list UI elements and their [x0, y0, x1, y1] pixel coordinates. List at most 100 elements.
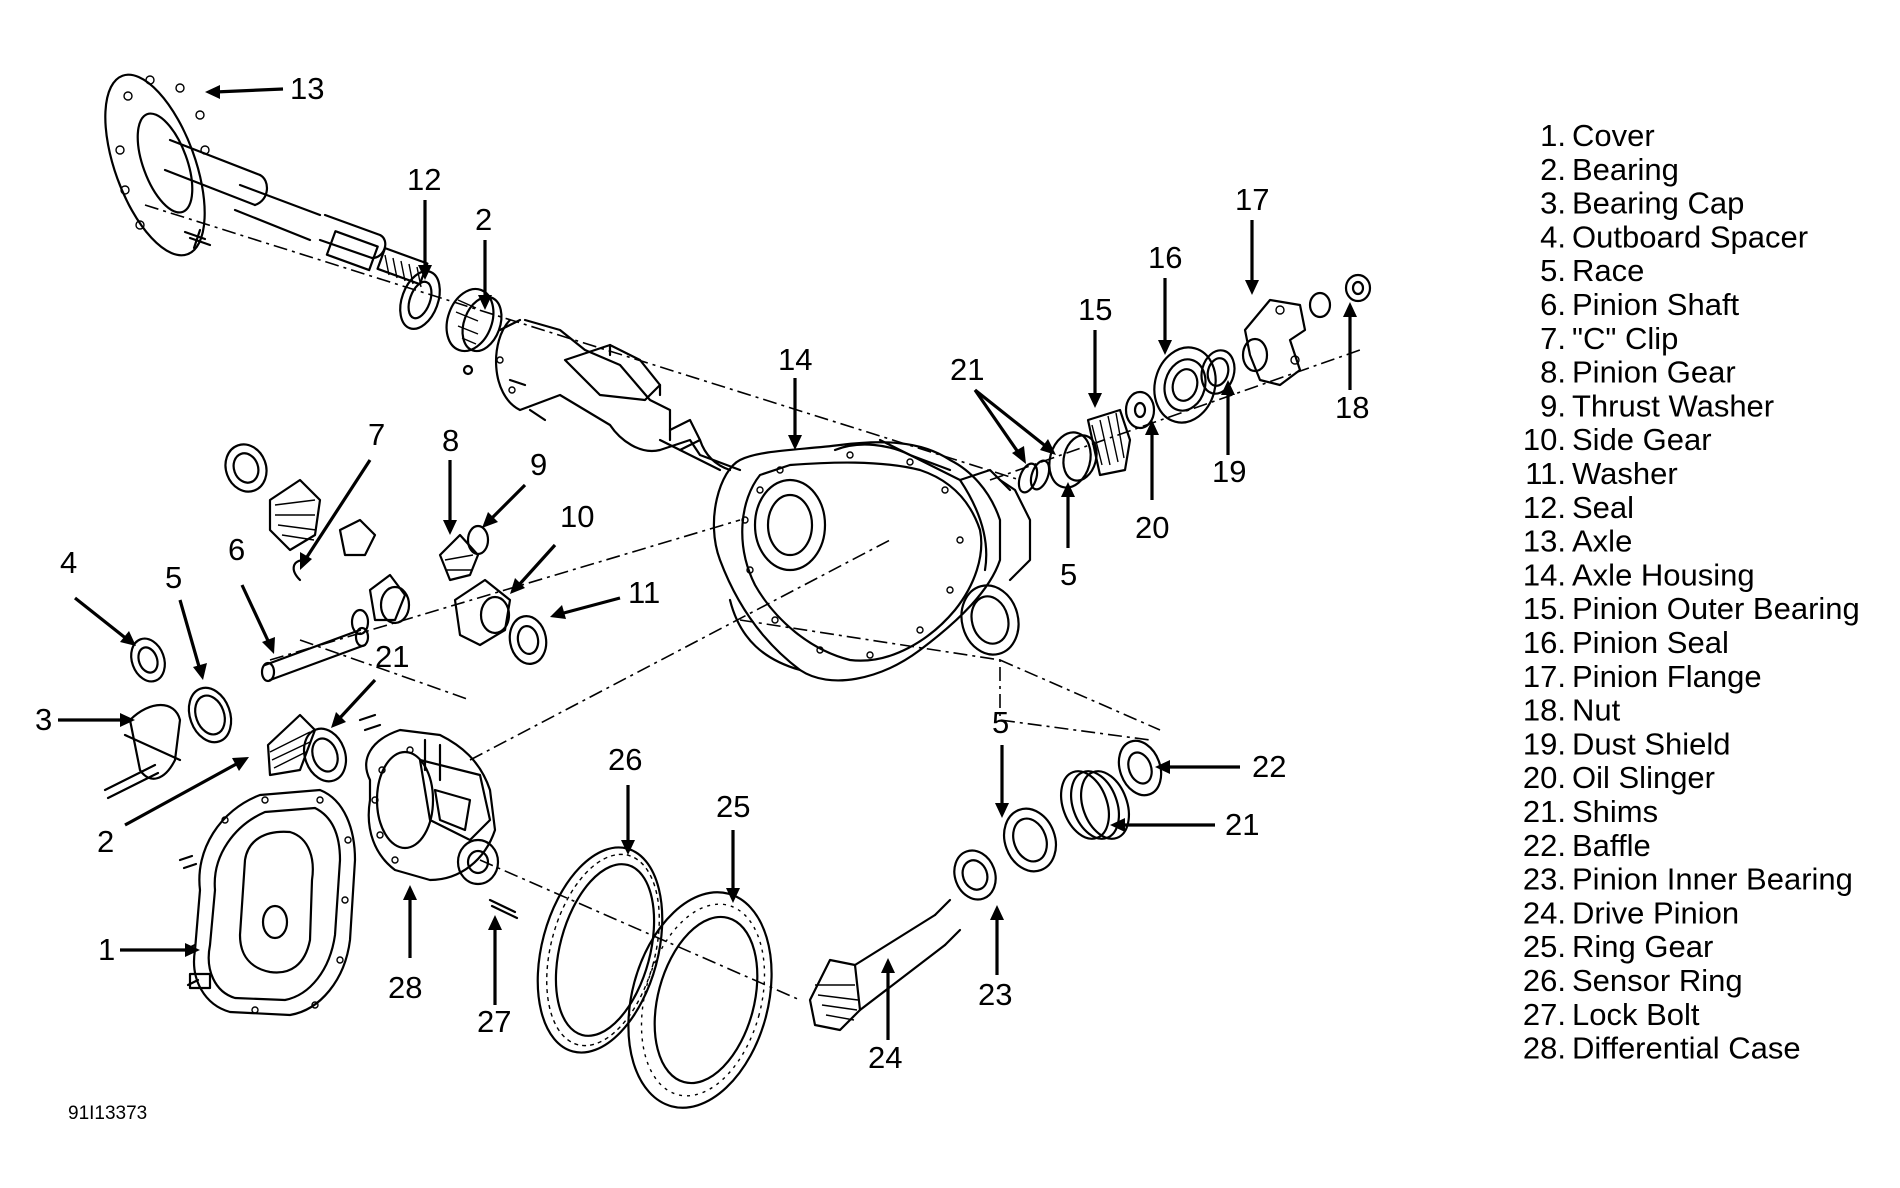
legend-item-name: Bearing Cap	[1572, 186, 1744, 221]
differential-internals	[224, 443, 548, 683]
legend-item: 18.Nut	[1523, 693, 1621, 728]
callout-21-left: 21	[375, 639, 409, 674]
legend-item: 16.Pinion Seal	[1523, 625, 1729, 660]
legend-item: 1.Cover	[1540, 118, 1655, 153]
legend-item-number: 28.	[1523, 1031, 1566, 1066]
cover-part	[178, 788, 357, 1017]
legend-item-name: Pinion Outer Bearing	[1572, 591, 1860, 626]
callout-4: 4	[60, 545, 77, 580]
legend-item-name: Lock Bolt	[1572, 997, 1700, 1032]
legend-item: 28.Differential Case	[1523, 1031, 1801, 1066]
axle-seal-bearing-upper	[399, 270, 503, 376]
legend-item: 3.Bearing Cap	[1540, 186, 1744, 221]
axle-part	[104, 73, 429, 288]
callout-2-upper: 2	[475, 202, 492, 237]
legend-item: 26.Sensor Ring	[1523, 963, 1743, 998]
carrier-bearing-parts	[103, 637, 382, 800]
legend-item-number: 27.	[1523, 997, 1566, 1032]
callout-6: 6	[228, 532, 245, 567]
legend-item-name: Seal	[1572, 490, 1634, 525]
callout-27: 27	[477, 1004, 511, 1039]
legend-item-name: Sensor Ring	[1572, 963, 1743, 998]
legend-item-name: Pinion Inner Bearing	[1572, 862, 1853, 897]
legend-item-name: Pinion Seal	[1572, 625, 1729, 660]
legend-item-number: 10.	[1523, 422, 1566, 457]
legend-item-name: Pinion Flange	[1572, 659, 1762, 694]
legend-item-number: 8.	[1540, 355, 1566, 390]
legend-item: 27.Lock Bolt	[1523, 997, 1700, 1032]
callout-2-lower: 2	[97, 824, 114, 859]
legend-item-number: 17.	[1523, 659, 1566, 694]
callout-8: 8	[442, 423, 459, 458]
legend-item-name: Ring Gear	[1572, 929, 1713, 964]
callout-15: 15	[1078, 292, 1112, 327]
legend-item-name: Differential Case	[1572, 1031, 1801, 1066]
callout-18: 18	[1335, 390, 1369, 425]
ring-gear-parts	[488, 846, 773, 1109]
callout-20: 20	[1135, 510, 1169, 545]
legend-item: 4.Outboard Spacer	[1540, 219, 1808, 254]
legend-item-number: 1.	[1540, 118, 1566, 153]
legend-item: 20.Oil Slinger	[1523, 760, 1715, 795]
legend-item-number: 7.	[1540, 321, 1566, 356]
legend-item-name: Washer	[1572, 456, 1678, 491]
legend-item: 5.Race	[1540, 253, 1644, 288]
callout-22: 22	[1252, 749, 1286, 784]
callout-1: 1	[98, 932, 115, 967]
callout-14: 14	[778, 342, 812, 377]
legend-item-name: Cover	[1572, 118, 1655, 153]
legend-item-name: Outboard Spacer	[1572, 219, 1808, 254]
axle-housing-part	[494, 318, 1032, 682]
legend-item: 8.Pinion Gear	[1540, 355, 1736, 390]
legend-item-number: 6.	[1540, 287, 1566, 322]
legend-item-number: 11.	[1525, 456, 1566, 491]
legend-item-number: 2.	[1540, 152, 1566, 187]
legend-item: 10.Side Gear	[1523, 422, 1712, 457]
legend-item-number: 4.	[1540, 219, 1566, 254]
callout-10: 10	[560, 499, 594, 534]
legend-item-number: 13.	[1523, 524, 1566, 559]
callout-5-lower: 5	[992, 705, 1009, 740]
callout-23: 23	[978, 977, 1012, 1012]
callout-13: 13	[290, 71, 324, 106]
callout-25: 25	[716, 789, 750, 824]
legend-item-number: 5.	[1540, 253, 1566, 288]
legend-item-name: Baffle	[1572, 828, 1651, 863]
legend-item-number: 14.	[1523, 557, 1566, 592]
callout-21-upper: 21	[950, 352, 984, 387]
legend-item-name: Drive Pinion	[1572, 895, 1739, 930]
callout-11: 11	[628, 575, 660, 610]
legend-item-name: Oil Slinger	[1572, 760, 1715, 795]
callout-7: 7	[368, 417, 385, 452]
legend-item: 7."C" Clip	[1540, 321, 1678, 356]
legend-item-number: 21.	[1523, 794, 1566, 829]
legend-item: 24.Drive Pinion	[1523, 895, 1739, 930]
legend-item-number: 26.	[1523, 963, 1566, 998]
legend-item-name: Race	[1572, 253, 1644, 288]
legend-item-name: Pinion Gear	[1572, 355, 1736, 390]
legend-item-number: 16.	[1523, 625, 1566, 660]
legend-item-number: 19.	[1523, 726, 1566, 761]
callout-17: 17	[1235, 182, 1269, 217]
legend-item-name: Shims	[1572, 794, 1658, 829]
legend-item-number: 23.	[1523, 862, 1566, 897]
callout-3: 3	[35, 702, 52, 737]
legend-item-number: 18.	[1523, 693, 1566, 728]
legend-item-number: 25.	[1523, 929, 1566, 964]
legend-item: 9.Thrust Washer	[1540, 388, 1774, 423]
callout-5-upper: 5	[1060, 557, 1077, 592]
legend-item: 15.Pinion Outer Bearing	[1523, 591, 1860, 626]
legend-item-name: Side Gear	[1572, 422, 1712, 457]
legend-item: 21.Shims	[1523, 794, 1658, 829]
legend-item-number: 24.	[1523, 895, 1566, 930]
legend-item: 17.Pinion Flange	[1523, 659, 1762, 694]
figure-id: 91I13373	[68, 1103, 147, 1124]
legend-item: 14.Axle Housing	[1523, 557, 1755, 592]
callout-26: 26	[608, 742, 642, 777]
legend-item-name: Pinion Shaft	[1572, 287, 1740, 322]
legend-item-number: 9.	[1540, 388, 1566, 423]
callout-24: 24	[868, 1040, 902, 1075]
legend-item-name: Thrust Washer	[1572, 388, 1774, 423]
legend-item: 13.Axle	[1523, 524, 1632, 559]
